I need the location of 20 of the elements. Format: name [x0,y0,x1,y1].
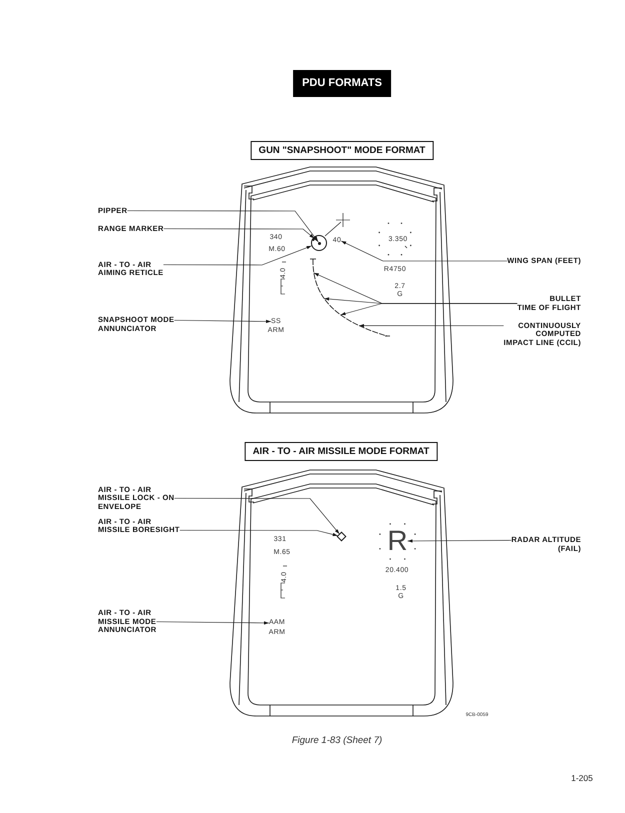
leader-line [179,530,338,536]
reticle-circle [311,235,327,251]
leader-line [340,240,508,262]
pipper-dot [318,242,321,245]
leader-line [127,210,319,242]
leader-line [340,303,518,316]
leader-line [407,539,512,543]
format-heading: GUN "SNAPSHOOT" MODE FORMAT [250,141,434,160]
leader-line [163,246,312,266]
leader-line [156,621,270,625]
title-banner: PDU FORMATS [293,70,391,97]
leader-line [358,324,504,328]
format-heading: AIR - TO - AIR MISSILE MODE FORMAT [244,442,438,461]
figure-caption: Figure 1-83 (Sheet 7) [292,735,382,746]
leader-line [174,498,340,534]
readout-text: R [387,530,408,552]
range-marker-arc [312,236,318,242]
page-number: 1-205 [571,773,593,783]
leader-line [163,228,315,239]
leader-line [174,320,272,324]
